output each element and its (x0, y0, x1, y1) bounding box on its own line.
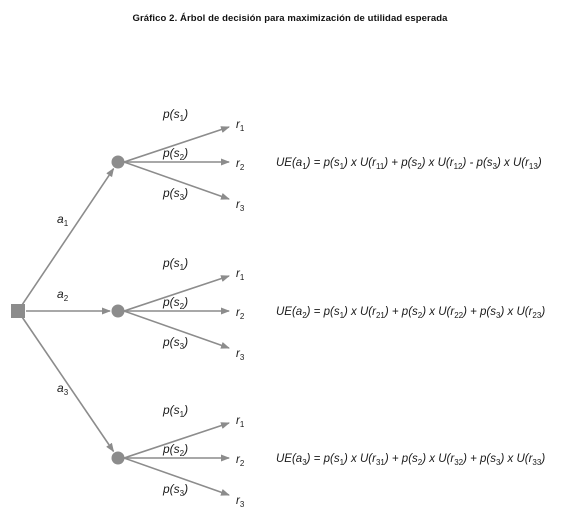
probability-label-2-1: p(s1) (162, 256, 188, 272)
chance-node-1 (111, 155, 125, 169)
action-label-2: a2 (57, 287, 69, 303)
outcome-label-1-2: r2 (236, 158, 245, 172)
outcome-label-3-1: r1 (236, 415, 245, 429)
outcome-branch-3-3 (123, 457, 230, 496)
probability-label-1-1: p(s1) (162, 107, 188, 123)
action-branch-3 (21, 317, 115, 453)
probability-label-3-2: p(s2) (162, 442, 188, 458)
outcome-branch-1-1 (123, 126, 230, 163)
diagram-title: Gráfico 2. Árbol de decisión para maximi… (132, 13, 448, 24)
probability-label-1-2: p(s2) (162, 146, 188, 162)
outcome-branch-3-1 (123, 422, 230, 459)
outcome-label-3-2: r2 (236, 454, 245, 468)
outcome-branch-2-1 (123, 275, 230, 312)
outcome-label-2-2: r2 (236, 307, 245, 321)
probability-label-3-1: p(s1) (162, 403, 188, 419)
expected-utility-equation-1: UE(a1) = p(s1) x U(r11) + p(s2) x U(r12)… (276, 157, 542, 171)
chance-node-3 (111, 451, 125, 465)
probability-label-2-2: p(s2) (162, 295, 188, 311)
expected-utility-equation-3: UE(a3) = p(s1) x U(r31) + p(s2) x U(r32)… (276, 453, 545, 467)
outcome-label-1-3: r3 (236, 199, 245, 213)
outcome-label-2-1: r1 (236, 268, 245, 282)
tree-nodes (11, 155, 125, 465)
probability-label-1-3: p(s3) (162, 186, 188, 202)
branch-lines (21, 126, 230, 496)
expected-utility-equation-2: UE(a2) = p(s1) x U(r21) + p(s2) x U(r22)… (276, 306, 545, 320)
action-label-3: a3 (57, 381, 69, 397)
chance-node-2 (111, 304, 125, 318)
probability-label-3-3: p(s3) (162, 482, 188, 498)
outcome-label-3-3: r3 (236, 495, 245, 509)
tree-labels: a1 r1 r2 r3 p(s1) p(s2) p(s3) UE(a1) = p(s1) x … (57, 107, 545, 509)
outcome-branch-2-3 (123, 310, 230, 349)
outcome-branch-1-3 (123, 161, 230, 200)
action-branch-1 (21, 167, 115, 305)
outcome-label-2-3: r3 (236, 348, 245, 362)
probability-label-2-3: p(s3) (162, 335, 188, 351)
outcome-label-1-1: r1 (236, 119, 245, 133)
action-label-1: a1 (57, 212, 69, 228)
decision-node-square (11, 304, 25, 318)
